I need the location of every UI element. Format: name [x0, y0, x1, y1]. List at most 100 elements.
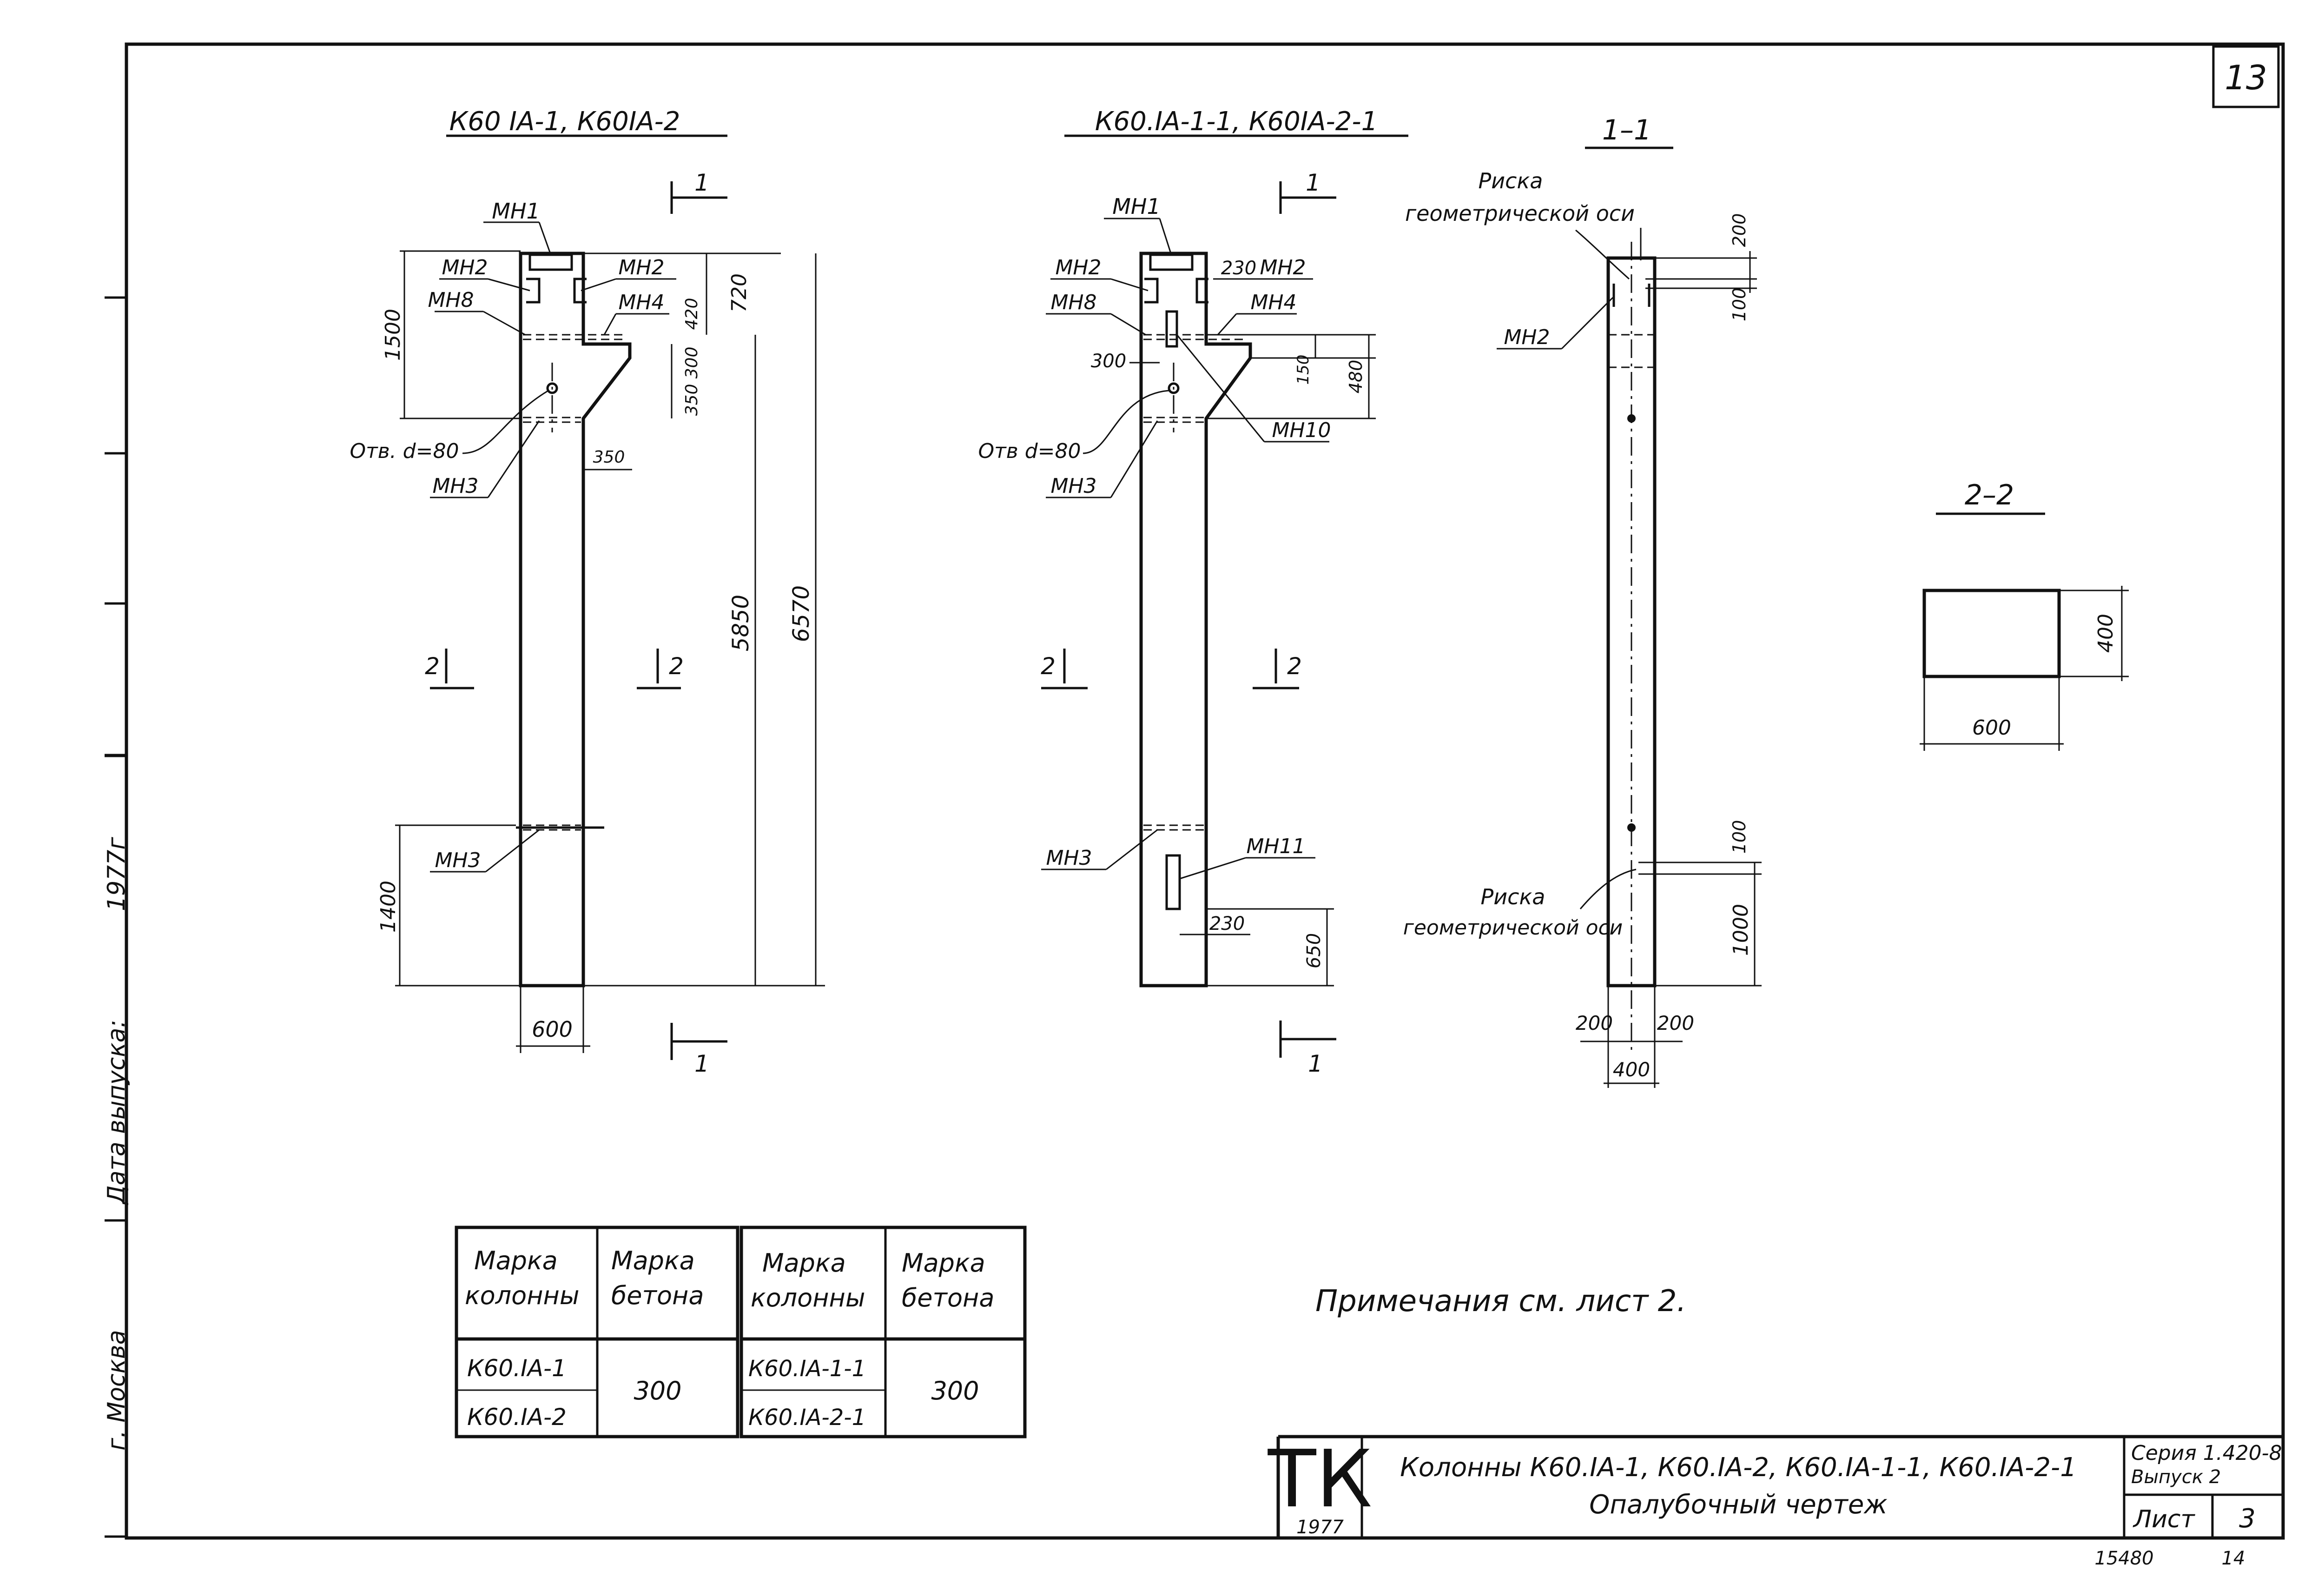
view2-label-mn10: МН10 — [1272, 418, 1331, 442]
city-text: г. Москва — [103, 1330, 131, 1451]
table2-header-col1-line2: колонны — [751, 1283, 865, 1312]
section11-axis-top-2: геометрической оси — [1405, 201, 1635, 226]
section11-dim-200l: 200 — [1576, 1012, 1613, 1034]
view2-label-mn3-bottom: МН3 — [1046, 846, 1092, 870]
view1-label-mn1: МН1 — [492, 199, 540, 224]
view2-label-mn8: МН8 — [1050, 291, 1096, 314]
section11-dim-200r: 200 — [1657, 1012, 1694, 1034]
view1-label-mn3-top: МН3 — [432, 474, 478, 498]
section11-dim-100b: 100 — [1729, 820, 1750, 854]
view2-mn11-plate — [1165, 854, 1181, 910]
view1-label-mn4: МН4 — [618, 291, 664, 314]
footer-page: 14 — [2222, 1548, 2245, 1569]
view2-dim-300: 300 — [1091, 351, 1126, 372]
view2-dim-650: 650 — [1303, 933, 1325, 968]
view1-column: К60 IA-1, К60IA-2 МН1 МН2 МН8 МН2 МН4 О — [350, 106, 825, 1077]
title-line2: Опалубочный чертеж — [1589, 1490, 1887, 1520]
view1-section2-right: 2 — [669, 653, 684, 680]
concrete-table-1: Марка колонны Марка бетона К60.IA-1 К60.… — [455, 1226, 739, 1438]
table2-header-col1-line1: Марка — [762, 1248, 846, 1278]
view1-dim-350b: 350 — [593, 448, 625, 467]
table1-concrete: 300 — [634, 1376, 681, 1405]
view2-section2-left: 2 — [1041, 653, 1056, 680]
view2-label-mn4: МН4 — [1250, 291, 1296, 314]
view2-section2-right: 2 — [1287, 653, 1302, 680]
year-text: 1977г — [103, 837, 131, 911]
table1-row2: К60.IA-2 — [467, 1404, 567, 1431]
view1-label-mn8: МН8 — [428, 288, 474, 312]
view1-section-top: 1 — [694, 169, 709, 196]
view2-dim-480: 480 — [1346, 360, 1366, 394]
view1-dim-1400: 1400 — [376, 881, 400, 933]
sheet-number: 13 — [2225, 58, 2267, 97]
section11-dim-1000: 1000 — [1729, 904, 1753, 956]
section-1-1: 1–1 Риска геометрической оси 200 100 МН2… — [1403, 114, 1762, 1088]
view1-dim-720: 720 — [727, 273, 751, 312]
section11-dim-400: 400 — [1613, 1058, 1650, 1081]
table2-row2: К60.IA-2-1 — [748, 1405, 866, 1431]
section11-axis-top-1: Риска — [1479, 168, 1543, 193]
view2-column: К60.IA-1-1, К60IA-2-1 МН1 МН2 МН8 230 МН… — [978, 106, 1408, 1077]
view2-dim-150: 150 — [1294, 355, 1313, 385]
table2-row1: К60.IA-1-1 — [748, 1356, 866, 1382]
title-issue: Выпуск 2 — [2131, 1466, 2221, 1488]
view2-label-hole: Отв d=80 — [978, 439, 1081, 463]
view2-section-top: 1 — [1306, 169, 1320, 196]
view1-label-hole: Отв. d=80 — [350, 439, 459, 463]
view1-title: К60 IA-1, К60IA-2 — [449, 106, 680, 137]
view1-section-bottom: 1 — [694, 1050, 709, 1077]
view2-label-mn11: МН11 — [1246, 835, 1305, 858]
section-2-2: 2–2 400 600 — [1920, 479, 2129, 751]
view1-dim-600: 600 — [532, 1017, 573, 1042]
section11-title: 1–1 — [1602, 114, 1651, 146]
view1-mn1-plate — [528, 253, 573, 271]
table1-header-col2-line1: Марка — [611, 1246, 695, 1275]
view2-title: К60.IA-1-1, К60IA-2-1 — [1095, 106, 1378, 137]
section11-dim-200: 200 — [1729, 213, 1750, 247]
view1-dim-420: 420 — [682, 298, 701, 330]
concrete-table-2: Марка колонны Марка бетона К60.IA-1-1 К6… — [739, 1226, 1027, 1438]
date-label: Дата выпуска: — [103, 1020, 131, 1205]
view2-section-bottom: 1 — [1308, 1050, 1323, 1077]
title-logo: ТК — [1268, 1433, 1373, 1525]
section11-dim-100a: 100 — [1729, 288, 1750, 322]
view2-dim-230b: 230 — [1209, 913, 1245, 934]
section11-axis-bottom-2: геометрической оси — [1403, 916, 1623, 940]
view1-dim-6570: 6570 — [788, 585, 814, 642]
table2-header-col2-line2: бетона — [902, 1283, 994, 1312]
title-line1: Колонны К60.IA-1, К60.IA-2, К60.IA-1-1, … — [1400, 1452, 2077, 1483]
view1-section2-left: 2 — [425, 653, 440, 680]
title-logo-year: 1977 — [1296, 1517, 1344, 1538]
view2-dim-230a: 230 — [1221, 258, 1256, 279]
view2-label-mn1: МН1 — [1112, 194, 1161, 219]
table1-header-col1-line1: Марка — [474, 1246, 558, 1275]
table2-concrete: 300 — [931, 1376, 979, 1405]
view1-label-mn2-left: МН2 — [442, 256, 488, 279]
section22-title: 2–2 — [1965, 479, 2014, 511]
view1-dim-300: 300 — [682, 347, 701, 379]
view1-dim-5850: 5850 — [728, 595, 754, 651]
view2-label-mn2-right: МН2 — [1260, 256, 1306, 279]
view1-outline — [519, 252, 632, 988]
view1-dim-1500: 1500 — [381, 309, 405, 361]
section22-width: 600 — [1972, 716, 2011, 740]
left-margin: г. Москва Дата выпуска: 1977г — [103, 296, 131, 1538]
sheet-frame — [125, 42, 2285, 1540]
section11-axis-bottom-1: Риска — [1481, 884, 1545, 909]
title-block: ТК 1977 Колонны К60.IA-1, К60.IA-2, К60.… — [1268, 1433, 2283, 1538]
section22-height: 400 — [2094, 614, 2118, 653]
view1-label-mn3-bottom: МН3 — [435, 848, 481, 872]
view1-dim-350a: 350 — [682, 384, 701, 416]
title-sheet-label: Лист — [2133, 1505, 2195, 1533]
title-series: Серия 1.420-8 — [2131, 1441, 2282, 1465]
view2-label-mn2-left: МН2 — [1055, 256, 1101, 279]
section22-rect — [1922, 589, 2061, 678]
note-text: Примечания см. лист 2. — [1315, 1284, 1686, 1319]
table1-header-col2-line2: бетона — [611, 1281, 704, 1310]
table1-row1: К60.IA-1 — [467, 1355, 567, 1382]
sheet-number-box — [2212, 45, 2280, 108]
table2-header-col2-line1: Марка — [902, 1248, 985, 1278]
view1-label-mn2-right: МН2 — [618, 256, 664, 279]
